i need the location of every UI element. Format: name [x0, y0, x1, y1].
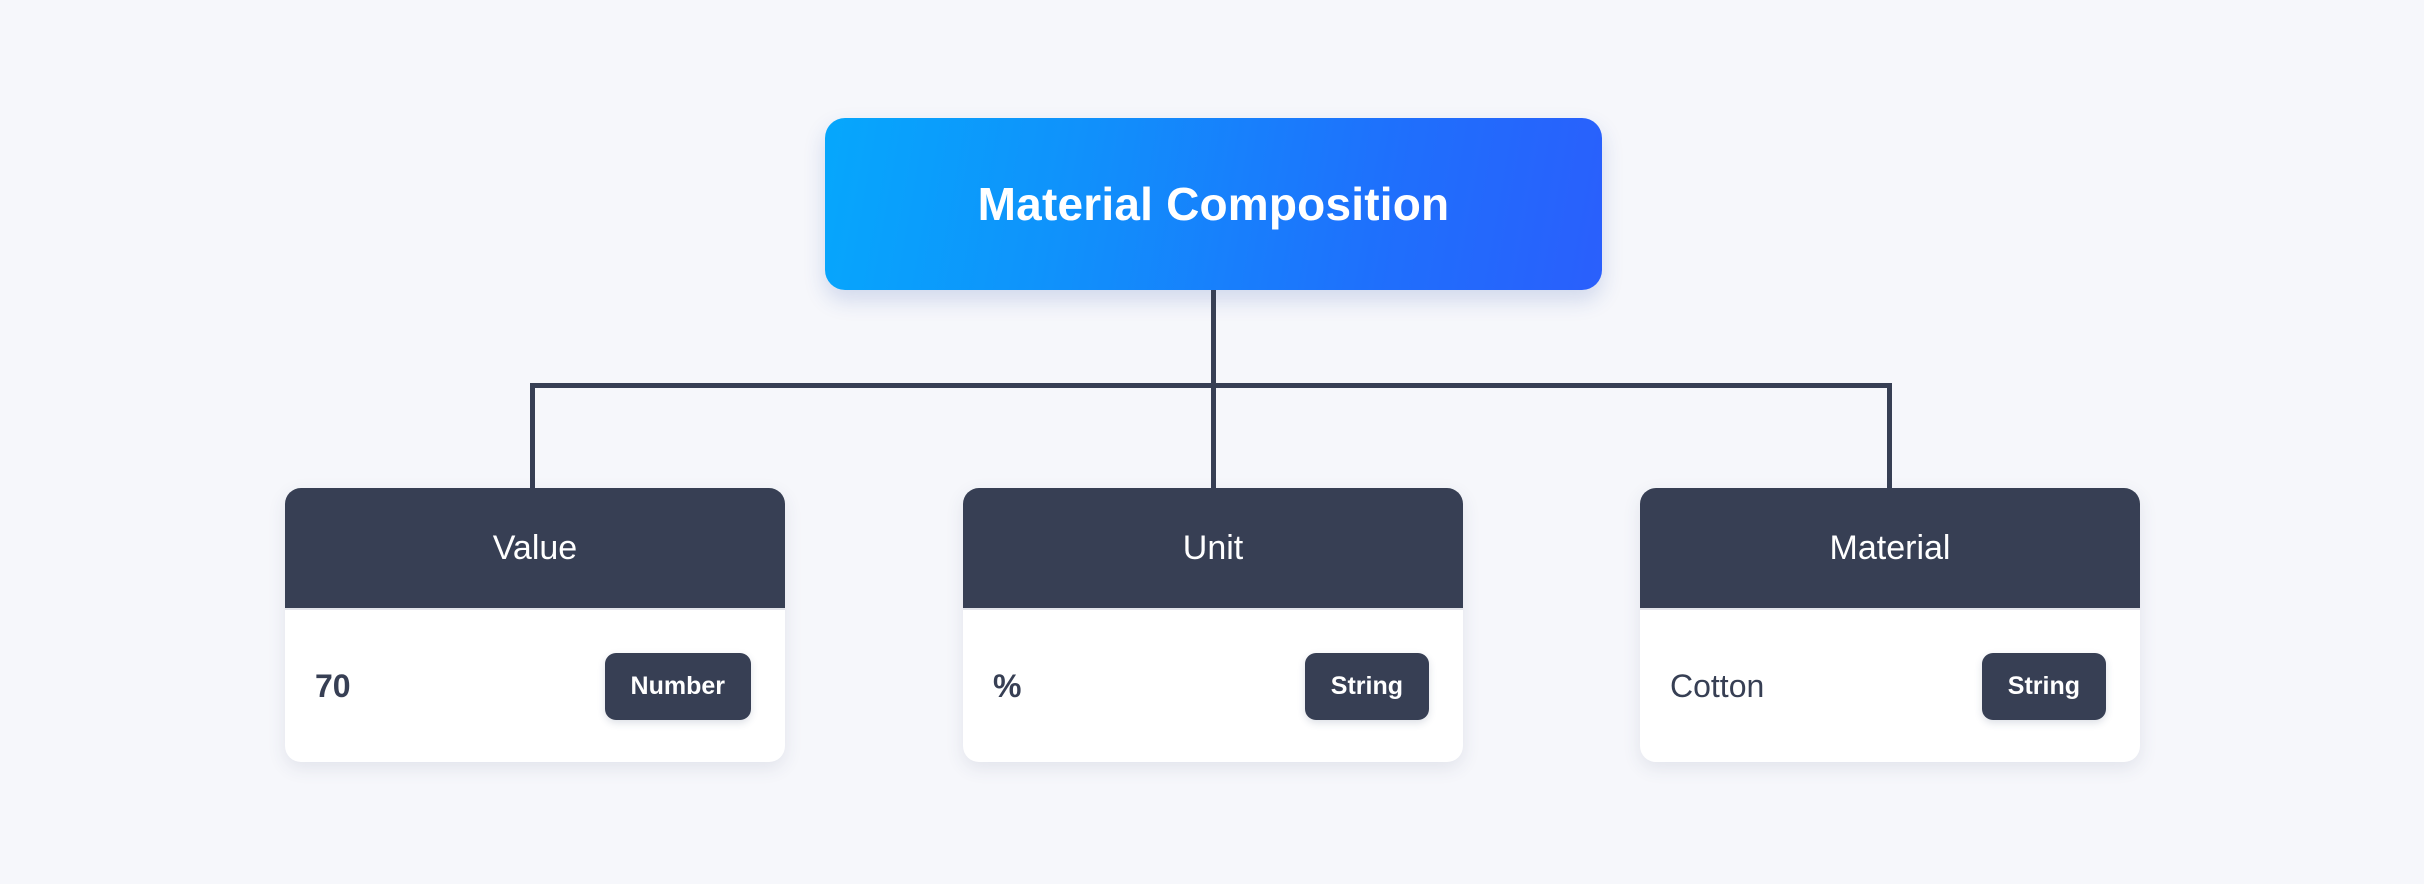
card-title-unit: Unit [1182, 529, 1244, 567]
child-card-value[interactable]: Value 70 Number [285, 488, 785, 762]
card-title-value: Value [492, 529, 578, 567]
type-badge-value[interactable]: Number [604, 652, 751, 720]
card-value-text-unit: % [993, 668, 1022, 704]
card-body-value: 70 Number [285, 610, 785, 762]
card-body-unit: % String [963, 610, 1463, 762]
type-badge-material[interactable]: String [1981, 652, 2106, 720]
card-body-material: Cotton String [1640, 610, 2140, 762]
connector-root-stem [1211, 290, 1216, 387]
card-title-material: Material [1829, 529, 1951, 567]
card-header-value: Value [285, 488, 785, 610]
card-value-text-value: 70 [315, 668, 351, 704]
connector-drop-to-value [530, 383, 535, 490]
child-card-unit[interactable]: Unit % String [963, 488, 1463, 762]
child-card-material[interactable]: Material Cotton String [1640, 488, 2140, 762]
type-badge-unit[interactable]: String [1304, 652, 1429, 720]
card-header-unit: Unit [963, 488, 1463, 610]
root-node-material-composition[interactable]: Material Composition [825, 118, 1602, 290]
card-value-text-material: Cotton [1670, 668, 1765, 704]
connector-drop-to-material [1887, 383, 1892, 490]
card-header-material: Material [1640, 488, 2140, 610]
root-node-label: Material Composition [977, 178, 1450, 230]
connector-drop-to-unit [1211, 383, 1216, 490]
